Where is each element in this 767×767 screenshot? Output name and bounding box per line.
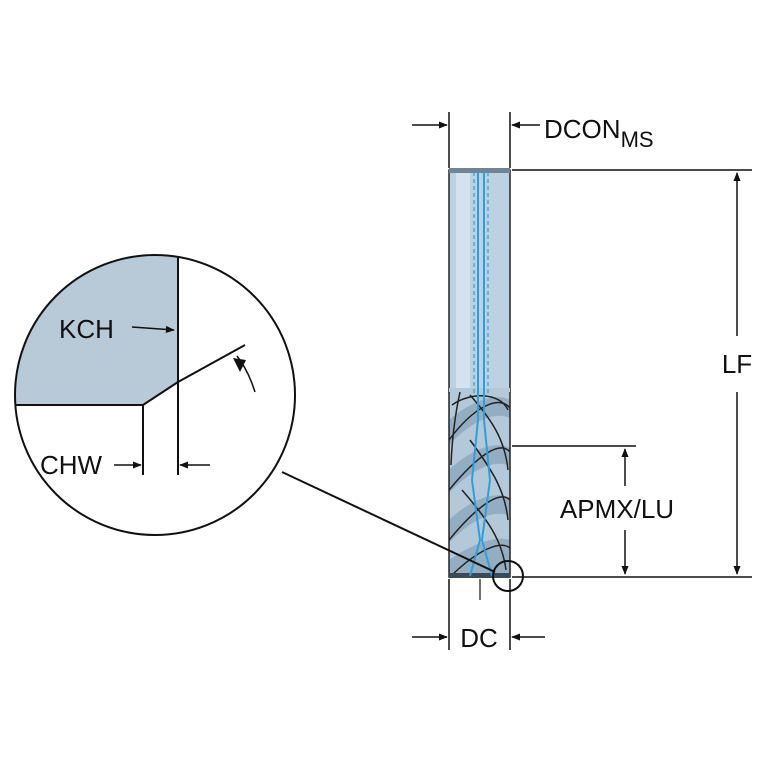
end-mill	[448, 168, 524, 592]
apmx-dimension: APMX/LU	[512, 445, 674, 575]
chw-label: CHW	[40, 450, 103, 480]
lf-label: LF	[722, 349, 752, 379]
shank-top	[449, 168, 510, 173]
detail-view: KCH CHW	[14, 254, 296, 536]
shank-highlight	[456, 170, 470, 392]
detail-marker-circle	[492, 560, 524, 592]
kch-label: KCH	[59, 314, 114, 344]
apmx-label: APMX/LU	[560, 494, 674, 524]
dc-dimension: DC	[412, 579, 545, 653]
coolant-channel	[469, 172, 493, 577]
dcon-label: DCONMS	[544, 114, 654, 152]
dc-label: DC	[460, 623, 498, 653]
cutting-tip	[449, 573, 510, 578]
detail-leader-line	[281, 471, 496, 573]
flute-section	[449, 388, 510, 577]
dcon-dimension: DCONMS	[412, 112, 654, 168]
lf-dimension: LF	[512, 169, 752, 578]
